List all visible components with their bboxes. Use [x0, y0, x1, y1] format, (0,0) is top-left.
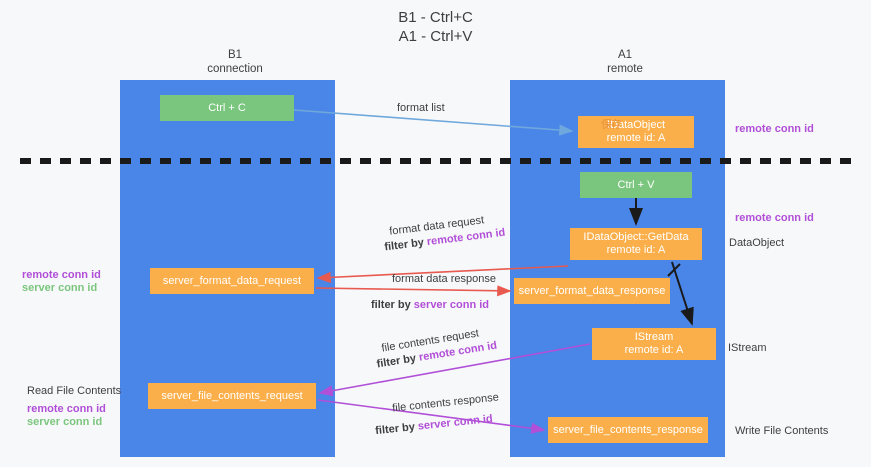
node-server-file-contents-response[interactable]: server_file_contents_response	[548, 417, 708, 443]
annotation-left-remote-conn-id-top: remote conn id	[22, 269, 101, 281]
node-idataobject-ghost-glyphs: 保存	[600, 119, 622, 131]
node-server-format-data-request[interactable]: server_format_data_request	[150, 268, 314, 294]
column-header-a1: A1 remote	[510, 48, 740, 76]
diagram-title: B1 - Ctrl+C A1 - Ctrl+V	[0, 8, 871, 46]
node-idataobject-getdata[interactable]: IDataObject::GetData remote id: A	[570, 228, 702, 260]
annotation-right-remote-conn-id-top: remote conn id	[735, 123, 814, 135]
annotation-right-istream: IStream	[728, 342, 767, 354]
label-format-list: format list	[397, 102, 445, 114]
annotation-right-remote-conn-id-mid: remote conn id	[735, 212, 814, 224]
node-idataobject-line1-wrap: 保存 IDataObject	[601, 119, 666, 132]
node-istream-line1: IStream	[634, 331, 674, 343]
filter-key-server-conn-id: server conn id	[413, 299, 489, 311]
node-idataobject[interactable]: 保存 IDataObject remote id: A	[578, 116, 694, 148]
label-format-data-response: format data response	[392, 273, 496, 285]
column-header-b1-role: connection	[207, 63, 263, 75]
annotation-right-write-file-contents: Write File Contents	[735, 425, 829, 437]
filter-key-server-conn-id: server conn id	[417, 412, 494, 433]
node-server-format-data-response[interactable]: server_format_data_response	[514, 278, 670, 304]
node-getdata-line2: remote id: A	[606, 244, 666, 256]
filter-prefix: filter by	[371, 299, 414, 311]
node-istream[interactable]: IStream remote id: A	[592, 328, 716, 360]
node-idataobject-line2: remote id: A	[606, 132, 666, 144]
node-server-format-data-response-label: server_format_data_response	[518, 284, 666, 297]
node-idataobject-line1: IDataObject	[606, 119, 666, 131]
node-getdata-line1: IDataObject::GetData	[583, 231, 689, 243]
node-server-format-data-request-label: server_format_data_request	[162, 274, 302, 287]
column-header-b1: B1 connection	[120, 48, 350, 76]
title-line-1: B1 - Ctrl+C	[398, 9, 473, 26]
column-header-b1-name: B1	[227, 49, 243, 61]
filter-prefix: filter by	[383, 236, 428, 254]
label-file-contents-response-filter: filter by server conn id	[375, 412, 494, 438]
annotation-right-dataobject: DataObject	[729, 237, 785, 249]
column-header-a1-role: remote	[607, 63, 643, 75]
annotation-left-server-conn-id-top: server conn id	[22, 282, 98, 294]
arrow-format-data-response	[315, 285, 512, 297]
annotation-left-read-file-contents: Read File Contents	[27, 385, 122, 397]
node-ctrl-v-label: Ctrl + V	[617, 178, 655, 191]
node-istream-line2: remote id: A	[624, 344, 684, 356]
column-header-a1-name: A1	[617, 49, 633, 61]
node-ctrl-c-label: Ctrl + C	[208, 101, 246, 114]
node-server-file-contents-request[interactable]: server_file_contents_request	[148, 383, 316, 409]
label-format-data-response-filter: filter by server conn id	[371, 298, 489, 312]
filter-prefix: filter by	[374, 420, 419, 438]
annotation-left-server-conn-id-bottom: server conn id	[27, 416, 103, 428]
annotation-left-remote-conn-id-bottom: remote conn id	[27, 403, 106, 415]
title-line-2: A1 - Ctrl+V	[398, 28, 473, 45]
node-server-file-contents-response-label: server_file_contents_response	[553, 423, 703, 436]
node-ctrl-c[interactable]: Ctrl + C	[160, 95, 294, 121]
node-server-file-contents-request-label: server_file_contents_request	[161, 389, 303, 402]
node-ctrl-v[interactable]: Ctrl + V	[580, 172, 692, 198]
